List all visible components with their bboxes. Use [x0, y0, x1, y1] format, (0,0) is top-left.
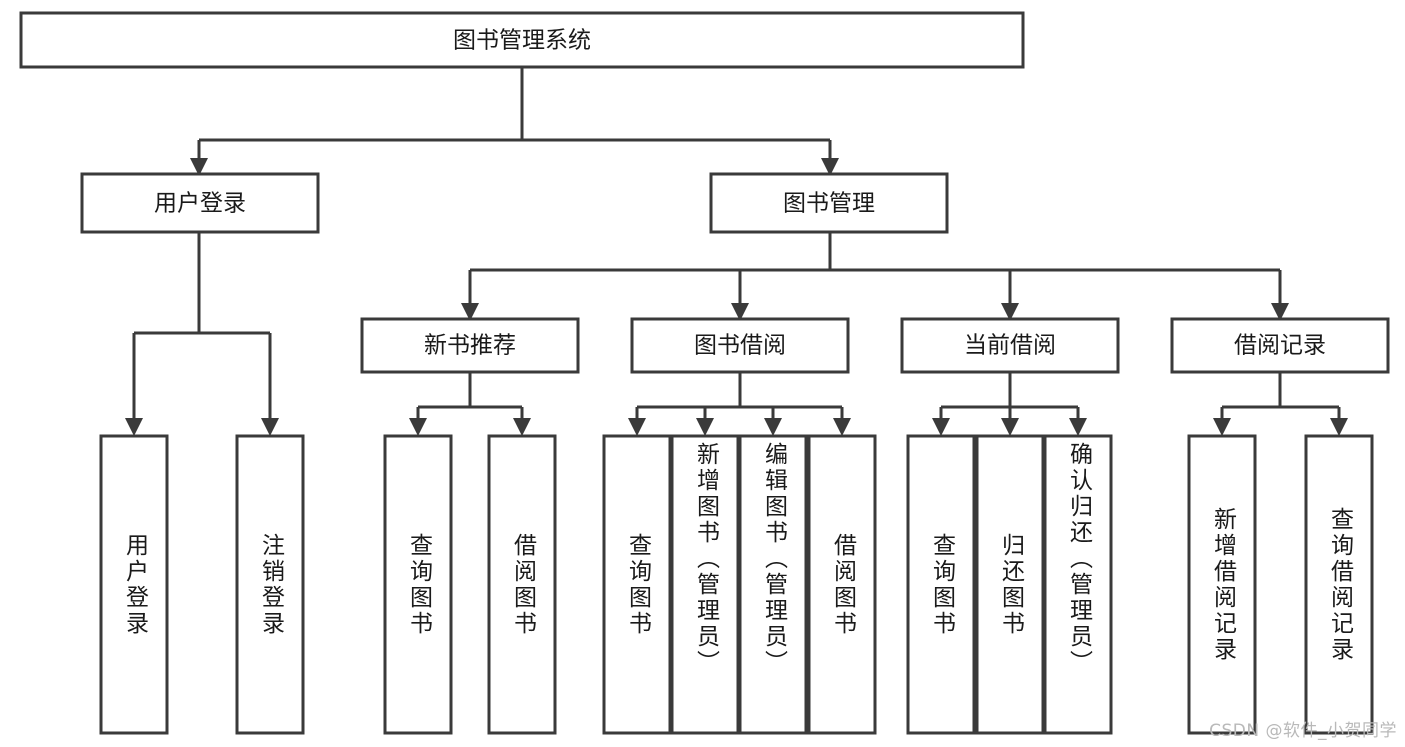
node-book-borrow-label: 图书借阅: [694, 333, 786, 359]
node-new-book-rec-box[interactable]: [360, 317, 580, 374]
arrow-head-leaf-2: [261, 418, 279, 436]
node-book-borrow[interactable]: 图书借阅: [630, 317, 850, 374]
node-root-box[interactable]: [19, 11, 1025, 69]
node-leaf-8-box[interactable]: [807, 434, 877, 735]
node-book-manage-box[interactable]: [709, 172, 949, 234]
node-leaf-2-box[interactable]: [235, 434, 305, 735]
arrow-head-leaf-6: [696, 418, 714, 436]
node-borrow-record-label: 借阅记录: [1234, 333, 1326, 359]
arrow-head-leaf-9: [932, 418, 950, 436]
node-book-borrow-box[interactable]: [630, 317, 850, 374]
arrow-head-leaf-8: [833, 418, 851, 436]
connector-layer: [125, 67, 1348, 436]
arrow-head-leaf-3: [409, 418, 427, 436]
node-user-login-label: 用户登录: [154, 191, 246, 217]
arrow-head-book-manage: [821, 158, 839, 176]
node-leaf-13-box[interactable]: [1304, 434, 1374, 735]
arrow-head-current-borrow: [1001, 303, 1019, 321]
node-leaf-4-box[interactable]: [487, 434, 557, 735]
node-leaf-11-box[interactable]: [1043, 434, 1113, 735]
node-new-book-rec[interactable]: 新书推荐: [360, 317, 580, 374]
node-leaf-5-box[interactable]: [602, 434, 672, 735]
node-layer: 图书管理系统 用户登录 图书管理 新书推荐 图书借阅 当前: [19, 11, 1390, 735]
node-book-manage[interactable]: 图书管理: [709, 172, 949, 234]
arrow-head-user-login: [190, 158, 208, 176]
node-leaf-7-box[interactable]: [738, 434, 808, 735]
arrow-head-leaf-4: [513, 418, 531, 436]
node-leaf-6-box[interactable]: [670, 434, 740, 735]
arrow-head-borrow-record: [1271, 303, 1289, 321]
arrow-head-leaf-1: [125, 418, 143, 436]
node-current-borrow-label: 当前借阅: [964, 333, 1056, 359]
node-user-login[interactable]: 用户登录: [80, 172, 320, 234]
node-leaf-9-box[interactable]: [906, 434, 976, 735]
node-borrow-record[interactable]: 借阅记录: [1170, 317, 1390, 374]
node-leaf-3-box[interactable]: [383, 434, 453, 735]
arrow-head-book-borrow: [731, 303, 749, 321]
node-user-login-box[interactable]: [80, 172, 320, 234]
arrow-head-leaf-11: [1069, 418, 1087, 436]
node-root-label: 图书管理系统: [453, 28, 591, 54]
node-current-borrow-box[interactable]: [900, 317, 1120, 374]
arrow-head-leaf-10: [1001, 418, 1019, 436]
arrow-head-leaf-5: [628, 418, 646, 436]
arrow-head-leaf-12: [1213, 418, 1231, 436]
node-leaf-10-box[interactable]: [975, 434, 1045, 735]
arrow-head-new-book-rec: [461, 303, 479, 321]
node-leaf-1-box[interactable]: [99, 434, 169, 735]
arrow-head-leaf-13: [1330, 418, 1348, 436]
watermark: CSDN @软件_小贺同学: [1209, 721, 1397, 741]
node-root[interactable]: 图书管理系统: [19, 11, 1025, 69]
node-new-book-rec-label: 新书推荐: [424, 333, 516, 359]
node-book-manage-label: 图书管理: [783, 191, 875, 217]
arrow-head-leaf-7: [764, 418, 782, 436]
node-leaf-12-box[interactable]: [1187, 434, 1257, 735]
node-borrow-record-box[interactable]: [1170, 317, 1390, 374]
node-current-borrow[interactable]: 当前借阅: [900, 317, 1120, 374]
